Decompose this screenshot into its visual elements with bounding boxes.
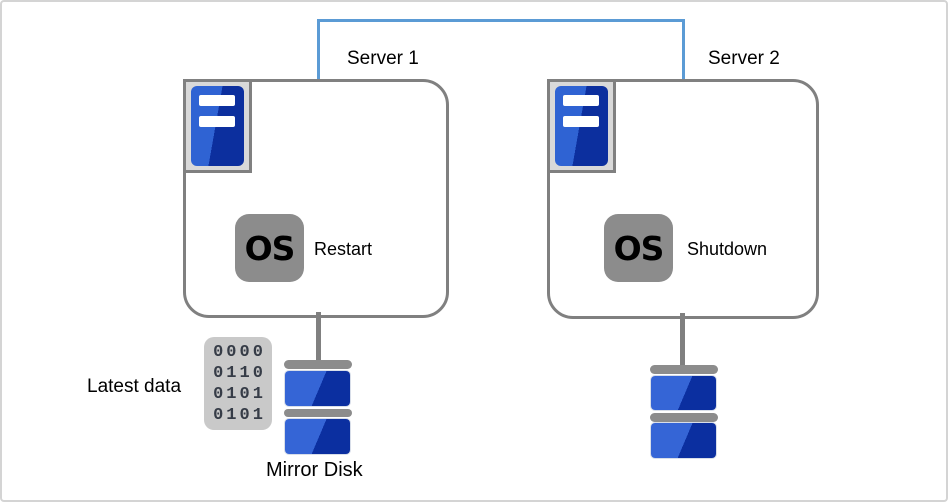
latest-data-label: Latest data [87,376,182,397]
server1-computer-icon-frame [183,79,252,173]
os-badge-text: OS [244,228,296,268]
computer-tower-icon [555,86,608,166]
server2-label: Server 2 [708,48,780,69]
server1-disk-cap [284,360,352,369]
server2-disk-connector-line [680,313,685,365]
server2-os-action-label: Shutdown [687,239,768,259]
os-badge-text: OS [613,228,665,268]
server1-os-icon: OS [235,214,304,282]
server1-disk-connector-line [316,312,321,360]
heartbeat-link-line [317,19,685,82]
computer-tower-icon [191,86,244,166]
tower-drive-slot [199,95,235,106]
server1-label: Server 1 [347,48,419,69]
binary-row: 0101 [213,385,266,404]
server2-disk-platter [651,376,716,410]
server2-disk-platter [651,423,716,458]
binary-row: 0110 [213,364,266,383]
mirror-disk-label: Mirror Disk [266,459,363,481]
server1-os-action-label: Restart [314,239,373,259]
binary-row: 0000 [213,343,266,362]
server1-disk-platter [285,371,350,406]
server1-disk-platter [285,419,350,454]
tower-drive-slot [563,95,599,106]
server2-disk-cap [650,365,718,374]
server2-computer-icon-frame [547,79,616,173]
tower-drive-slot [199,116,235,127]
binary-row: 0101 [213,406,266,425]
server2-disk-cap [650,413,718,422]
server2-os-icon: OS [604,214,673,282]
server1-disk-cap [284,409,352,417]
binary-data-icon: 0000 0110 0101 0101 [204,337,272,430]
tower-drive-slot [563,116,599,127]
